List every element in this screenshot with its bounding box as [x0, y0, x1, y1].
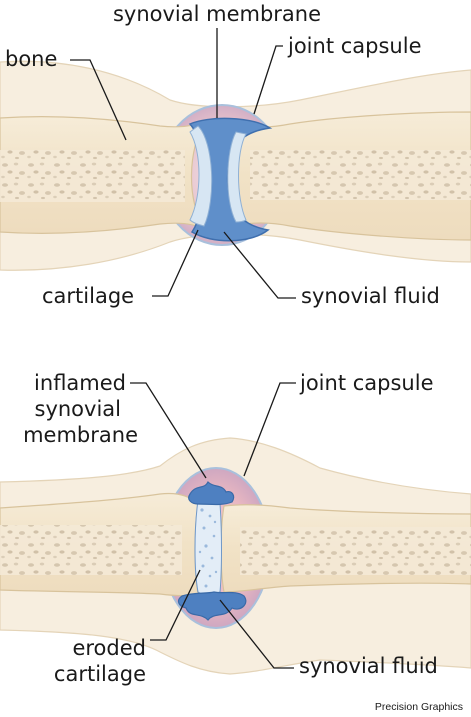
- label-synovial-fluid-top: synovial fluid: [301, 284, 440, 308]
- eroded-cartilage: [194, 498, 222, 596]
- label-inflamed-line2: synovial: [35, 397, 122, 421]
- label-inflamed-line1: inflamed: [34, 371, 126, 395]
- synovial-fluid-bottom: [177, 591, 247, 621]
- inflamed-synovial-membrane: [188, 480, 235, 506]
- label-synovial-fluid-bottom: synovial fluid: [299, 654, 438, 678]
- label-joint-capsule-top: joint capsule: [287, 34, 422, 58]
- label-cartilage: cartilage: [42, 284, 134, 308]
- label-eroded-line1: eroded: [72, 636, 146, 660]
- label-inflamed-line3: membrane: [23, 423, 138, 447]
- label-synovial-membrane: synovial membrane: [113, 2, 321, 26]
- credit-text: Precision Graphics: [375, 701, 463, 713]
- cartilage-right-top: [227, 131, 247, 223]
- label-bone: bone: [5, 47, 57, 71]
- arthritic-joint: inflamed synovial membrane joint capsule…: [0, 371, 471, 686]
- label-eroded-line2: cartilage: [54, 662, 146, 686]
- healthy-joint: synovial membrane bone joint capsule car…: [0, 2, 471, 308]
- cartilage-left-top: [189, 125, 213, 227]
- label-joint-capsule-bottom: joint capsule: [299, 371, 434, 395]
- cartilage-fragments: [198, 508, 218, 588]
